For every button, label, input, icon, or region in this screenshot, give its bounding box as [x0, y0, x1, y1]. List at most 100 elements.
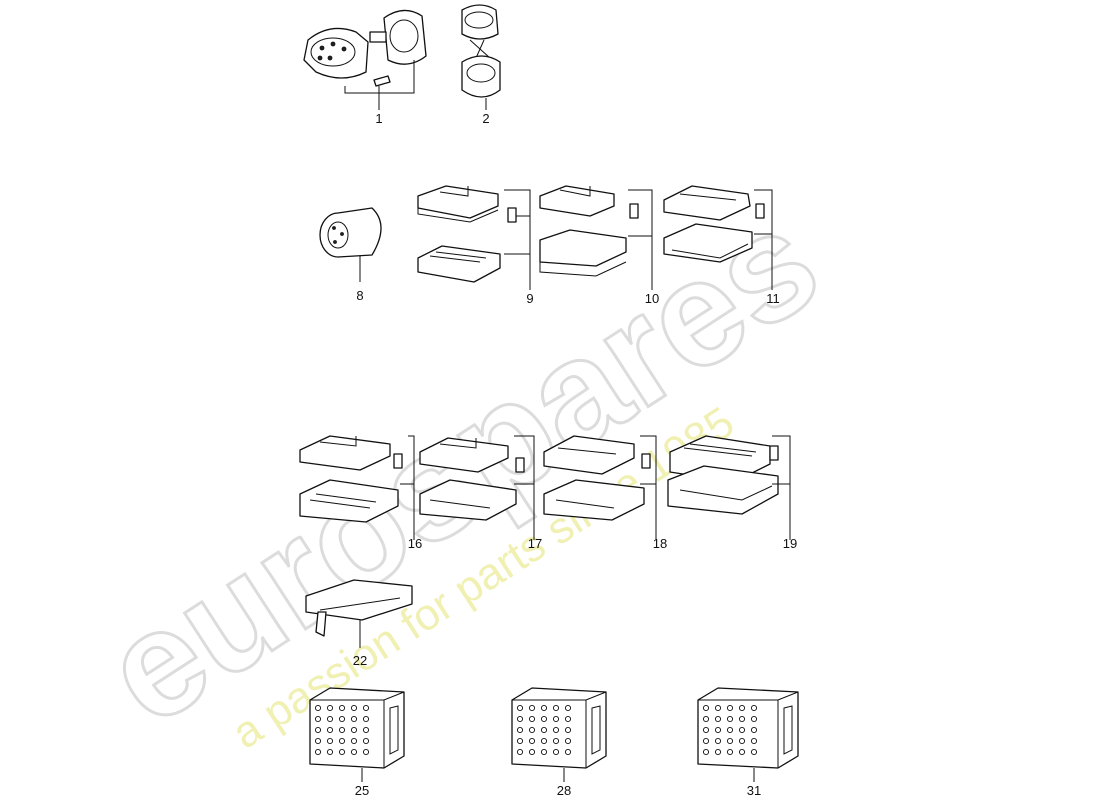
pin-hole	[326, 715, 334, 723]
part-9-connector-set[interactable]	[417, 185, 531, 290]
pin-hole	[540, 715, 548, 723]
pin-hole	[714, 748, 722, 756]
pin-hole	[326, 737, 334, 745]
pin-hole	[552, 704, 560, 712]
part-16-connector-set[interactable]	[299, 435, 415, 540]
part-8-cylindrical-connector[interactable]	[319, 207, 382, 282]
callout-1: 1	[375, 111, 382, 126]
pin-hole	[552, 715, 560, 723]
pin-hole	[552, 737, 560, 745]
callout-10: 10	[645, 291, 659, 306]
pin-hole	[564, 726, 572, 734]
pin-hole	[338, 704, 346, 712]
part-19-connector-set[interactable]	[667, 435, 791, 540]
pin-hole	[738, 704, 746, 712]
pin-hole	[516, 748, 524, 756]
pin-hole	[540, 704, 548, 712]
pin-hole	[314, 726, 322, 734]
pin-hole	[326, 748, 334, 756]
pin-hole	[338, 726, 346, 734]
pin-hole	[726, 737, 734, 745]
pin-hole	[750, 726, 758, 734]
pin-hole	[362, 704, 370, 712]
part-31-block-connector[interactable]	[697, 687, 799, 782]
part-2-stacked-connector[interactable]	[461, 4, 501, 110]
pin-hole	[516, 726, 524, 734]
callout-9: 9	[526, 291, 533, 306]
pin-hole	[338, 748, 346, 756]
pin-hole	[516, 715, 524, 723]
pin-hole	[314, 715, 322, 723]
callout-labels: 1 2 8 9 10 11 16 17 18 19 22 25 28 31	[353, 111, 797, 798]
pin-hole	[362, 715, 370, 723]
pin-hole	[314, 704, 322, 712]
pin-hole	[702, 715, 710, 723]
pin-hole	[702, 704, 710, 712]
callout-25: 25	[355, 783, 369, 798]
pin-hole	[350, 748, 358, 756]
callout-19: 19	[783, 536, 797, 551]
pin-hole	[350, 704, 358, 712]
pin-hole	[714, 737, 722, 745]
pin-hole	[702, 726, 710, 734]
pin-hole	[564, 704, 572, 712]
pin-hole	[750, 704, 758, 712]
callout-28: 28	[557, 783, 571, 798]
pin-hole	[516, 704, 524, 712]
pin-hole	[714, 704, 722, 712]
pin-hole	[726, 726, 734, 734]
pin-hole	[726, 704, 734, 712]
pin-hole	[362, 737, 370, 745]
callout-8: 8	[356, 288, 363, 303]
pin-hole	[702, 748, 710, 756]
pin-hole	[702, 737, 710, 745]
pin-hole	[540, 737, 548, 745]
pin-hole	[552, 726, 560, 734]
part-11-connector-set[interactable]	[663, 185, 773, 290]
pin-hole	[564, 715, 572, 723]
callout-2: 2	[482, 111, 489, 126]
pin-hole	[738, 726, 746, 734]
part-1-round-connector[interactable]	[303, 9, 427, 110]
pin-hole	[552, 748, 560, 756]
pin-hole	[362, 748, 370, 756]
pin-hole	[326, 726, 334, 734]
pin-hole	[738, 737, 746, 745]
part-28-block-connector[interactable]	[511, 687, 607, 782]
pin-hole	[528, 704, 536, 712]
part-10-connector-set[interactable]	[539, 185, 653, 290]
pin-hole	[350, 715, 358, 723]
pin-hole	[564, 737, 572, 745]
pin-hole	[350, 726, 358, 734]
pin-hole	[326, 704, 334, 712]
pin-hole	[528, 726, 536, 734]
pin-hole	[726, 715, 734, 723]
pin-hole	[338, 737, 346, 745]
part-22-connector-module[interactable]	[305, 579, 413, 648]
pin-hole	[564, 748, 572, 756]
pin-hole	[314, 748, 322, 756]
callout-18: 18	[653, 536, 667, 551]
pin-hole	[750, 748, 758, 756]
pin-hole	[738, 748, 746, 756]
pin-hole	[738, 715, 746, 723]
pin-hole	[528, 748, 536, 756]
part-18-connector-set[interactable]	[543, 435, 657, 540]
pin-hole	[362, 726, 370, 734]
pin-hole	[314, 737, 322, 745]
pin-hole	[714, 715, 722, 723]
pin-hole	[714, 726, 722, 734]
callout-16: 16	[408, 536, 422, 551]
pin-hole	[750, 715, 758, 723]
part-25-block-connector[interactable]	[309, 687, 405, 782]
part-17-connector-set[interactable]	[419, 435, 535, 540]
pin-hole	[338, 715, 346, 723]
callout-17: 17	[528, 536, 542, 551]
pin-hole	[726, 748, 734, 756]
callout-22: 22	[353, 653, 367, 668]
callout-31: 31	[747, 783, 761, 798]
pin-hole	[516, 737, 524, 745]
pin-hole	[540, 726, 548, 734]
pin-hole	[540, 748, 548, 756]
